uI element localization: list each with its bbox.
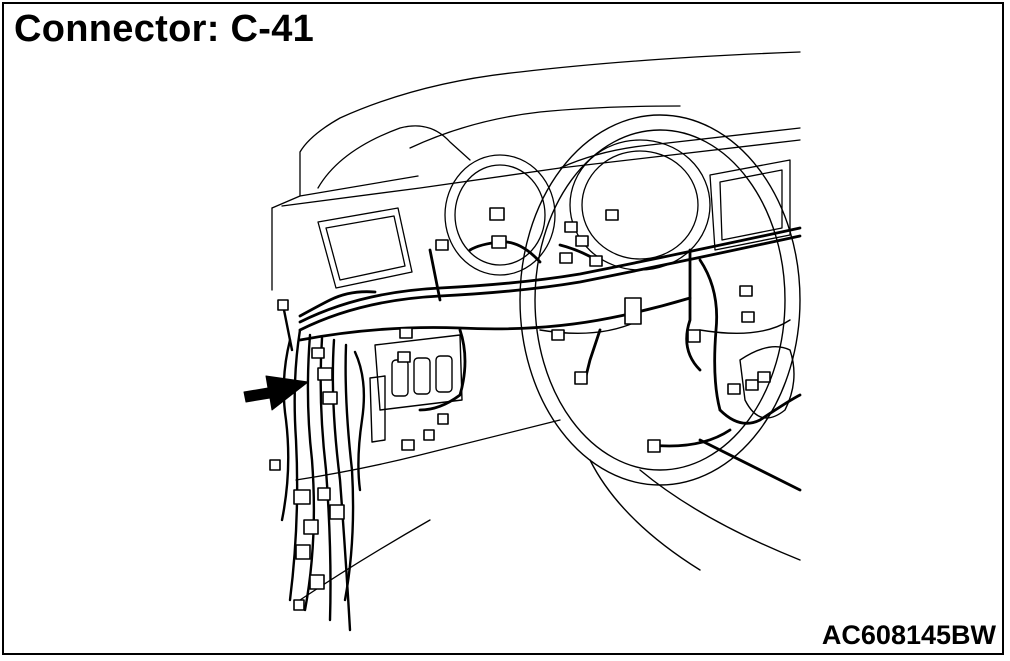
connector-c41 [317,367,333,381]
main-harness [298,226,802,492]
connectors [269,207,771,611]
display-window [317,207,413,289]
arrow-right-icon [243,375,309,411]
switch-panel [369,334,463,443]
left-harness-bundle [280,308,366,632]
dashboard-outline [271,51,801,601]
steering-wheel [519,114,801,571]
page-title: Connector: C-41 [14,8,315,50]
figure-id-label: AC608145BW [821,620,996,650]
